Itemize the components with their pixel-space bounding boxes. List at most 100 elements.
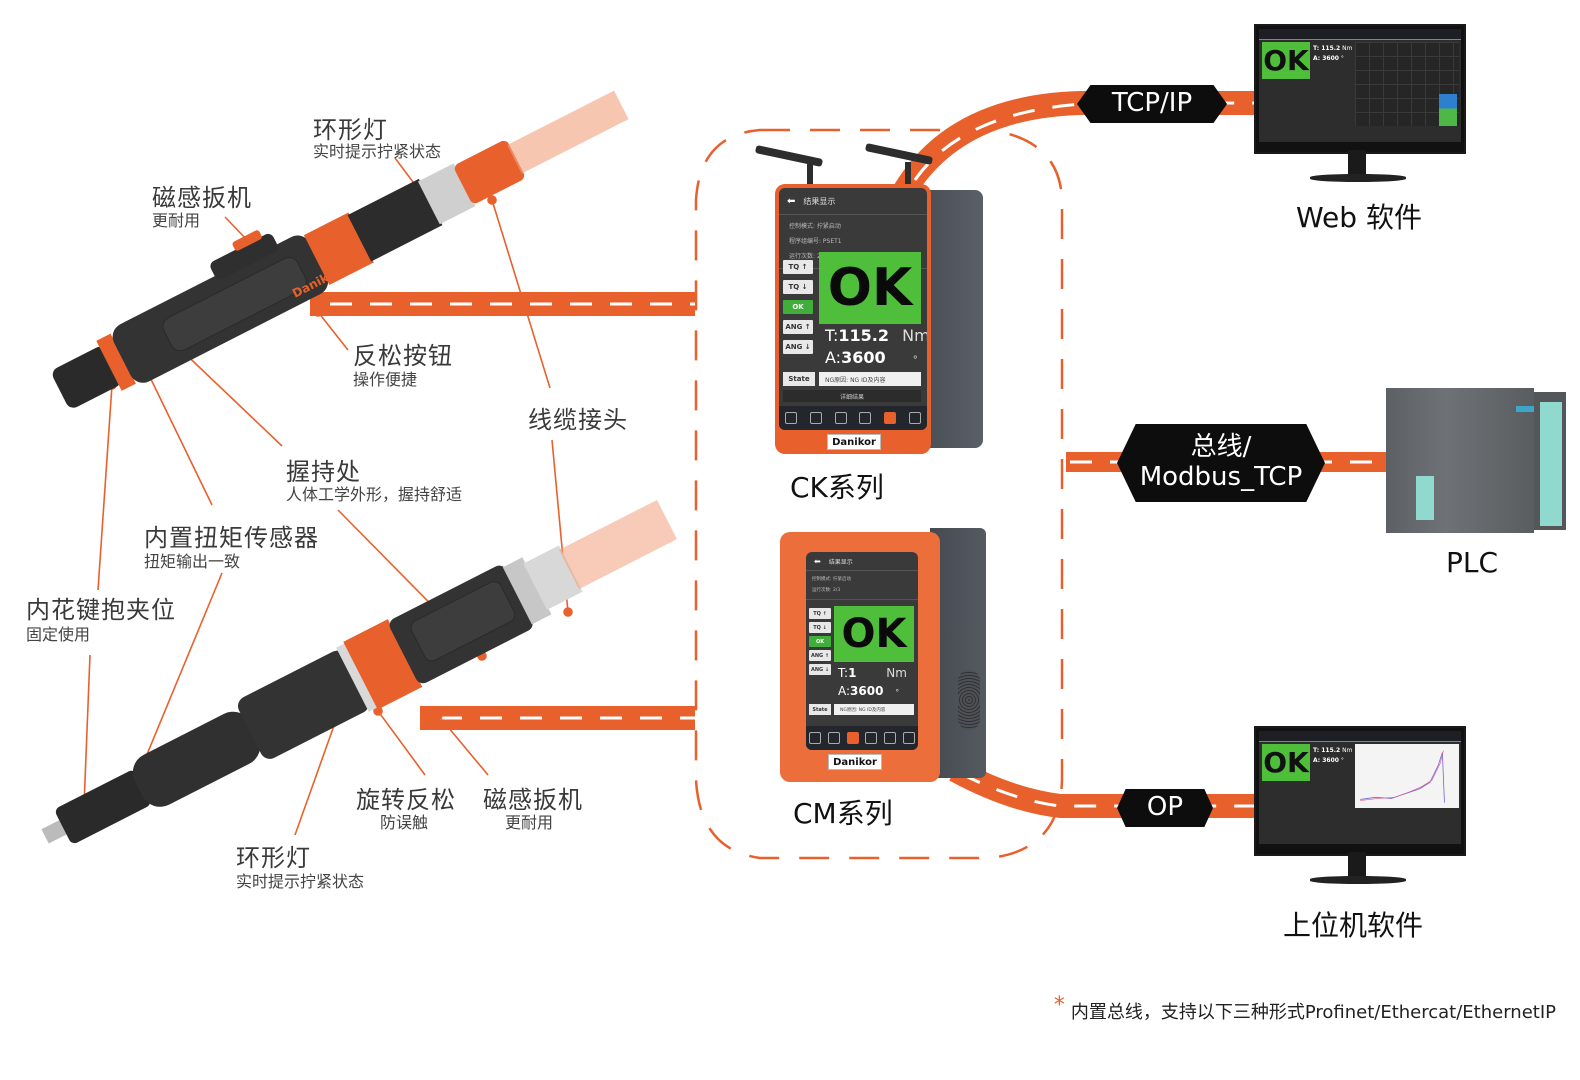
edit-icon[interactable]	[834, 412, 847, 424]
cm-angle-readout: A:3600 °	[838, 684, 900, 698]
ang-down-button[interactable]: ANG ↓	[809, 664, 831, 675]
callout-torque-sensor-subtitle: 扭矩输出一致	[144, 552, 241, 571]
ck-angle-readout: A:3600 °	[825, 348, 918, 367]
antenna-left-post	[807, 164, 813, 190]
back-arrow-icon[interactable]: ⬅	[814, 556, 821, 566]
cm-screen-info: 控制模式: 拧紧启动 运行次数: 2/3	[806, 571, 918, 600]
top-screwdriver	[52, 90, 629, 408]
back-arrow-icon[interactable]: ⬅	[787, 195, 796, 207]
info-line: 运行次数: 2/3	[812, 588, 841, 593]
callout-spline-clamp-subtitle: 固定使用	[26, 625, 91, 644]
settings-icon[interactable]	[902, 732, 915, 744]
cm-bottom-nav	[806, 726, 918, 750]
tq-up-button[interactable]: TQ ↑	[783, 260, 813, 274]
monitor-stand	[1348, 150, 1366, 176]
cm-controller: ⬅ 结果显示 控制模式: 拧紧启动 运行次数: 2/3 TQ ↑ TQ ↓ OK…	[780, 520, 990, 782]
list-icon[interactable]	[859, 412, 872, 424]
ck-series-label: CK系列	[790, 471, 884, 504]
bus-label-line1: 总线/	[1190, 432, 1252, 463]
info-line: 控制模式: 拧紧启动	[812, 577, 851, 582]
history-icon[interactable]	[865, 732, 878, 744]
footnote-marker: *	[1053, 993, 1065, 1018]
link-icon[interactable]	[809, 412, 822, 424]
web-torque: T: 115.2 Nm	[1313, 45, 1353, 52]
cm-screen-header: ⬅ 结果显示	[806, 552, 918, 571]
host-software-monitor: OK T: 115.2 Nm A: 3600 °	[1254, 726, 1466, 896]
result-icon[interactable]	[883, 412, 896, 424]
callout-magnetic-trigger-subtitle: 更耐用	[152, 211, 201, 230]
callout-rotary-reverse-subtitle: 防误触	[380, 813, 429, 832]
monitor-base	[1310, 876, 1406, 884]
callout-grip-title: 握持处	[286, 458, 361, 486]
tq-down-button[interactable]: TQ ↓	[809, 622, 831, 633]
bus-label-line2: Modbus_TCP	[1139, 462, 1303, 492]
ck-state-message: NG原因: NG ID及内容	[819, 372, 921, 386]
ang-up-button[interactable]: ANG ↑	[809, 650, 831, 661]
callout-ring-light-2-title: 环形灯	[236, 844, 311, 872]
ok-button[interactable]: OK	[783, 300, 813, 314]
callout-magnetic-trigger-2-subtitle: 更耐用	[505, 813, 554, 832]
monitor-screen: OK T: 115.2 Nm A: 3600 °	[1259, 29, 1461, 142]
cm-torque-readout: T:1 Nm	[838, 666, 907, 680]
ck-screen-title: 结果显示	[803, 196, 836, 206]
callout-grip-subtitle: 人体工学外形，握持舒适	[286, 485, 463, 504]
tq-down-button[interactable]: TQ ↓	[783, 280, 813, 294]
state-button[interactable]: State	[809, 704, 831, 715]
footnote-text: 内置总线，支持以下三种形式Profinet/Ethercat/EthernetI…	[1070, 1002, 1556, 1023]
plc-port	[1416, 476, 1434, 520]
cable-bottom-tool	[420, 706, 695, 730]
tcp-ip-badge: TCP/IP	[1077, 85, 1227, 123]
cm-result-ok: OK	[834, 606, 914, 662]
controller-group-frame	[694, 128, 1064, 860]
callout-spline-clamp-title: 内花键抱夹位	[26, 596, 176, 624]
callout-magnetic-trigger-2-title: 磁感扳机	[483, 786, 583, 814]
monitor-toolbar	[1259, 731, 1461, 742]
plc-logo	[1516, 406, 1534, 412]
edit-icon[interactable]	[809, 732, 822, 744]
ang-down-button[interactable]: ANG ↓	[783, 340, 813, 354]
host-result-ok: OK	[1262, 744, 1310, 781]
cm-brand-plate: Danikor	[828, 754, 882, 770]
callout-ring-light-2-subtitle: 实时提示拧紧状态	[236, 872, 365, 891]
ck-body-side	[925, 190, 983, 448]
cm-series-label: CM系列	[793, 797, 893, 830]
host-software-label: 上位机软件	[1283, 909, 1424, 942]
ok-button[interactable]: OK	[809, 636, 831, 647]
monitor-screen: OK T: 115.2 Nm A: 3600 °	[1259, 731, 1461, 844]
callout-rotary-reverse-title: 旋转反松	[356, 786, 456, 814]
ck-torque-readout: T:115.2 Nm	[825, 326, 927, 345]
detail-result-button[interactable]: 详细结果	[783, 390, 921, 402]
ang-up-button[interactable]: ANG ↑	[783, 320, 813, 334]
op-badge: OP	[1117, 789, 1213, 827]
bus-modbus-badge: 总线/ Modbus_TCP	[1117, 424, 1325, 502]
list-icon[interactable]	[827, 732, 840, 744]
ck-brand-plate: Danikor	[827, 434, 881, 450]
cm-speaker-grille	[958, 670, 980, 730]
callout-ring-light-title: 环形灯	[313, 116, 388, 144]
info-line: 程序组编号: PSET1	[789, 238, 842, 245]
state-button[interactable]: State	[783, 372, 815, 386]
host-curve	[1360, 750, 1445, 803]
history-icon[interactable]	[908, 412, 921, 424]
cm-state-message: NG原因: NG ID及内容	[834, 704, 914, 715]
ck-controller: ⬅ 结果显示 控制模式: 拧紧启动 程序组编号: PSET1 运行次数: 2/3…	[754, 143, 985, 454]
monitor-frame: OK T: 115.2 Nm A: 3600 °	[1254, 726, 1466, 856]
ck-screen-header: ⬅ 结果显示	[779, 188, 927, 215]
info-line: 控制模式: 拧紧启动	[789, 223, 841, 230]
bottom-screwdriver	[41, 499, 677, 844]
result-icon[interactable]	[846, 732, 859, 744]
ck-result-ok: OK	[819, 252, 921, 324]
footnote: *内置总线，支持以下三种形式Profinet/Ethercat/Ethernet…	[1054, 993, 1556, 1024]
ck-bottom-nav	[779, 406, 927, 430]
host-curve-panel	[1355, 744, 1459, 808]
plc-io-terminal	[1540, 402, 1562, 526]
monitor-frame: OK T: 115.2 Nm A: 3600 °	[1254, 24, 1466, 154]
monitor-toolbar	[1259, 29, 1461, 40]
alarm-icon[interactable]	[883, 732, 896, 744]
callout-ring-light-subtitle: 实时提示拧紧状态	[313, 142, 442, 161]
plc-cpu-module	[1386, 388, 1534, 533]
web-software-label: Web 软件	[1296, 201, 1422, 234]
tq-up-button[interactable]: TQ ↑	[809, 608, 831, 619]
home-icon[interactable]	[785, 412, 798, 424]
